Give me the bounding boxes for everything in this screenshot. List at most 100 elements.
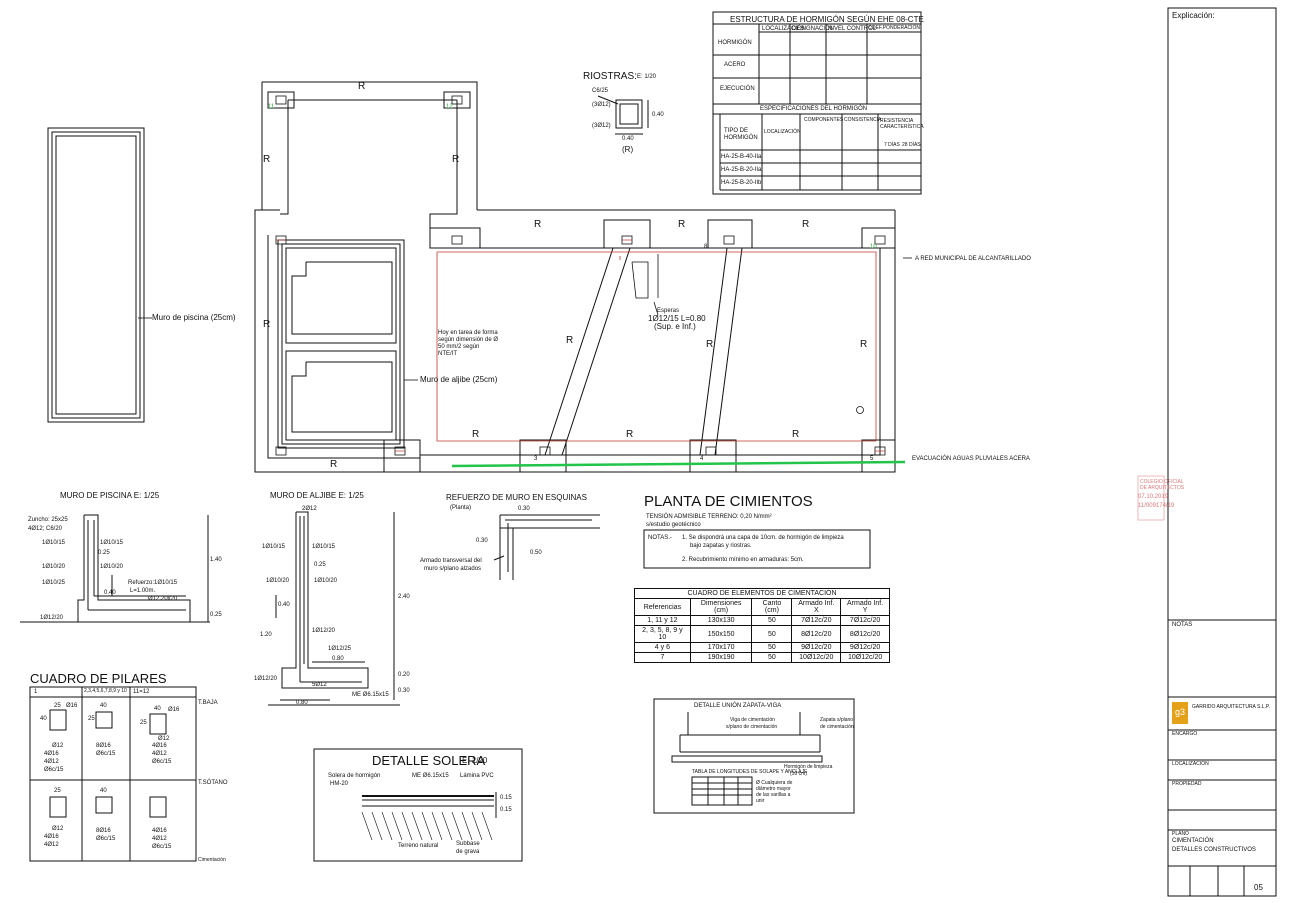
red-municipal-label: A RED MUNICIPAL DE ALCANTARILLADO — [915, 256, 1031, 262]
pilar-bar: Ø6c/15 — [152, 844, 172, 850]
pilar-bar: Ø16 — [168, 707, 180, 713]
plano-sub: DETALLES CONSTRUCTIVOS — [1172, 847, 1256, 853]
legend-table-frame — [712, 11, 922, 195]
title-block-header: Explicación: — [1172, 11, 1215, 20]
union-table-title: TABLA DE LONGITUDES DE SOLAPE Y ANCLAJE — [692, 769, 808, 775]
plano-label: PLANO — [1172, 831, 1189, 837]
dim-label: 2.40 — [398, 594, 410, 600]
plan-small-note: Hoy en tarea de forma según dimensión de… — [438, 330, 499, 357]
propiedad-label: PROPIEDAD — [1172, 781, 1202, 787]
bar-label: 1Ø10/15 — [262, 544, 286, 550]
muro-aljibe-label: Muro de aljibe (25cm) — [420, 375, 498, 384]
pilar-bar: 4Ø12 — [152, 836, 167, 842]
legend-subheader: CONSISTENCIA — [844, 117, 882, 123]
union-table-note: Ø Cualquiera de diámetro mayor de las va… — [756, 780, 793, 804]
beam-label: R — [626, 429, 634, 440]
legend-header: DESIGNACIÓN — [792, 26, 835, 32]
riostras-top-bars: (3Ø12) — [592, 102, 611, 108]
detalle-solera-frame — [313, 748, 523, 862]
col-header: Armado Inf. Y — [840, 598, 890, 616]
legend-subheader: RESISTENCIA CARACTERÍSTICA — [880, 118, 924, 130]
mesh-label: ME Ø6.15x15 — [352, 692, 389, 698]
terreno-label: Terreno natural — [398, 843, 439, 849]
cell: 7 — [634, 652, 691, 663]
pilar-bar: 8Ø16 — [96, 743, 111, 749]
pilar-bar: Ø12 — [158, 736, 170, 742]
dim-label: 0.50 — [530, 550, 542, 556]
legend-type: HA-25-B-20-IIb — [721, 180, 762, 186]
pilares-header: 2,3,4,5,6,7,8,9 y 10 — [84, 688, 127, 694]
pilar-bar: Ø12 — [52, 743, 64, 749]
riostras-height: 0.40 — [652, 112, 664, 118]
legend-row: EJECUCIÓN — [720, 86, 755, 92]
pilar-bar: Ø16 — [66, 703, 78, 709]
bar-label: 1Ø12/20 — [40, 615, 64, 621]
sheet-number: 05 — [1254, 883, 1263, 892]
cell: 190x190 — [689, 652, 753, 663]
armado-label: Armado transversal del — [420, 558, 482, 564]
legend-type: HA-25-B-20-IIa — [721, 167, 762, 173]
table-row: 1, 11 y 12 130x130 50 7Ø12c/20 7Ø12c/20 — [634, 615, 890, 626]
cell: 10Ø12c/20 — [840, 652, 890, 663]
pilar-bar: Ø6c/15 — [44, 767, 64, 773]
estudio-label: s/estudio geotécnico — [646, 522, 701, 528]
pilares-header: 11=12 — [133, 689, 150, 695]
union-label: de cimentación — [820, 724, 854, 730]
bar-label: 1Ø10/15 — [312, 544, 336, 550]
beam-label: R — [678, 219, 686, 230]
cell: 1, 11 y 12 — [634, 615, 691, 626]
legend-row: HORMIGÓN — [718, 40, 752, 46]
bar-label: 1Ø12/25 — [328, 646, 352, 652]
nota-2: 2. Recubrimiento mínimo en armaduras: 5c… — [682, 557, 804, 563]
pilar-bar: 4Ø12 — [152, 751, 167, 757]
top-bar: 2Ø12 — [302, 506, 317, 512]
cuadro-pilares-frame — [29, 686, 197, 862]
dim-label: 0.30 — [518, 506, 530, 512]
solera-label: HM-20 — [330, 781, 349, 787]
evacuacion-label: EVACUACIÓN AGUAS PLUVIALES ACERA — [912, 456, 1030, 462]
pilar-bar: Ø6c/15 — [152, 759, 172, 765]
table-row: 2, 3, 5, 8, 9 y 10 150x150 50 8Ø12c/20 8… — [634, 625, 890, 643]
planta-cimientos-title: PLANTA DE CIMIENTOS — [644, 493, 813, 510]
legend-header: COEF.PONDERACIÓN — [868, 25, 920, 31]
cell: 10Ø12c/20 — [791, 652, 842, 663]
legend-type: HA-25-B-40-IIa — [721, 154, 762, 160]
riostras-title: RIOSTRAS: — [583, 71, 637, 82]
legend-title: ESTRUCTURA DE HORMIGÓN SEGÚN EHE 08-CTE — [730, 15, 924, 24]
dim-label: 0.30 — [398, 688, 410, 694]
col-header: Referencias — [634, 598, 691, 616]
cell: 9Ø12c/20 — [840, 642, 890, 653]
riostra-section — [597, 95, 649, 135]
bar-label: 1Ø10/15 — [42, 540, 66, 546]
dim-label: 0.15 — [500, 807, 512, 813]
cell: 8Ø12c/20 — [791, 625, 842, 643]
bar-label: 1Ø10/20 — [266, 578, 290, 584]
pilar-bar: Ø6c/15 — [96, 751, 116, 757]
table-row: 4 y 6 170x170 50 9Ø12c/20 9Ø12c/20 — [634, 642, 890, 653]
muro-piscina-label: Muro de piscina (25cm) — [152, 313, 236, 322]
muro-aljibe-section — [268, 511, 400, 706]
lamina-label: Lámina PVC — [460, 773, 494, 779]
bar-label: 1Ø10/25 — [42, 580, 66, 586]
dim-label: 0.15 — [500, 795, 512, 801]
footing-number: 3 — [534, 456, 538, 462]
col-header: Armado Inf. X — [791, 598, 842, 616]
riostras-stirrup: C6/25 — [592, 88, 609, 94]
beam-label: R — [860, 339, 868, 350]
title-block-frame — [1167, 7, 1277, 897]
dim-label: 0.25 — [314, 562, 326, 568]
notes-title: NOTAS — [1172, 622, 1193, 628]
level-label: T.BAJA — [198, 700, 218, 706]
pilar-bar: 8Ø16 — [96, 828, 111, 834]
cell: 50 — [751, 625, 793, 643]
bar-label: 1Ø10/20 — [314, 578, 338, 584]
logo-mark — [1172, 702, 1188, 724]
col-header: Canto (cm) — [751, 598, 793, 616]
beam-label: R — [534, 219, 542, 230]
cuadro-pilares-title: CUADRO DE PILARES — [30, 671, 167, 686]
refuerzo-length: L=1.00m. — [130, 588, 156, 594]
bar-label: 1Ø10/20 — [100, 564, 124, 570]
encargo-label: ENCARGO — [1172, 731, 1198, 737]
dim-label: 0.25 — [98, 550, 110, 556]
